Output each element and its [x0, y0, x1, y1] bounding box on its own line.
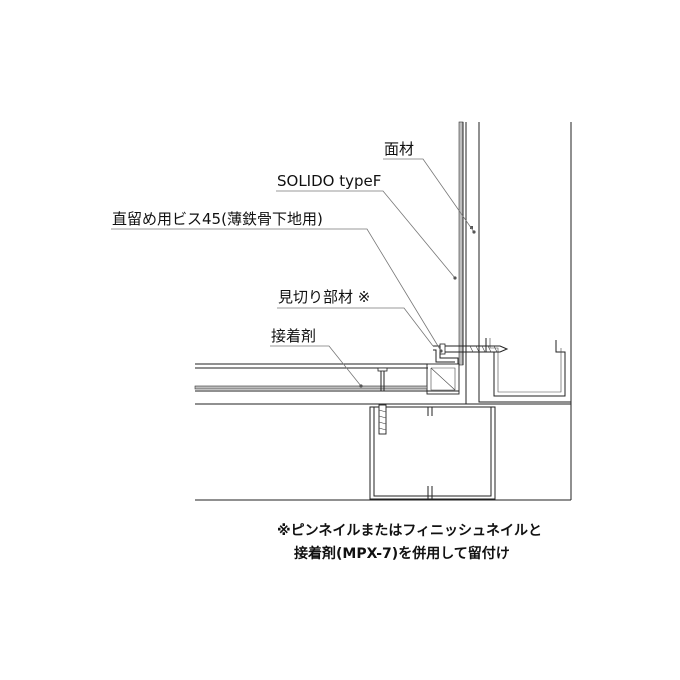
floor-panel: [194, 363, 571, 405]
leader-screw: [111, 228, 442, 352]
note-line-2: 接着剤(MPX-7)を併用して留付け: [294, 546, 510, 562]
steel-stud: [478, 122, 572, 500]
label-face-material: 面材: [384, 140, 415, 158]
trim-piece: [426, 345, 460, 395]
leader-lines: [111, 158, 476, 388]
note-line-1: ※ピンネイルまたはフィニッシュネイルと: [277, 523, 543, 539]
label-solido: SOLIDO typeF: [277, 172, 382, 190]
pin-nail: [377, 367, 388, 391]
leader-trim: [277, 307, 434, 347]
wall-face-material: [458, 121, 464, 366]
substrate-block: [195, 404, 571, 501]
wall-panel: [458, 121, 480, 404]
steel-channel: [369, 406, 496, 500]
bottom-screw: [378, 404, 387, 435]
screw-fastener: [439, 343, 509, 355]
leader-adhesive: [270, 345, 362, 387]
label-adhesive: 接着剤: [271, 327, 317, 345]
label-trim: 見切り部材 ※: [278, 288, 371, 306]
leader-face-material: [383, 158, 475, 233]
floor-face-material: [194, 385, 428, 390]
wall-panel-marker: [470, 226, 473, 229]
label-screw: 直留め用ビス45(薄鉄骨下地用): [112, 210, 323, 228]
leader-solido: [276, 190, 456, 279]
